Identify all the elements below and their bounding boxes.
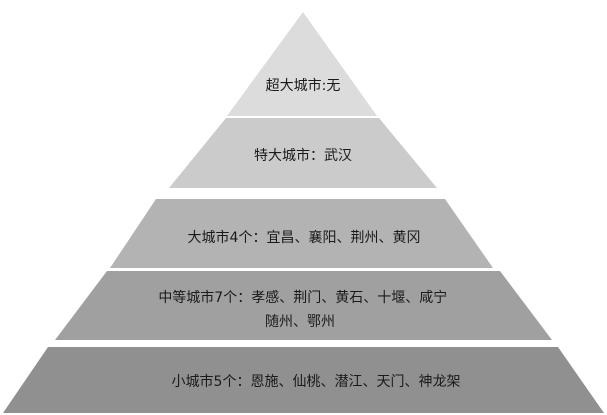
pyramid-tier-1-label: 超大城市:无 <box>266 77 341 94</box>
pyramid-tier-3-shape <box>110 199 493 268</box>
pyramid-tier-1-line-1: 超大城市:无 <box>266 77 341 94</box>
pyramid-tier-5-label: 小城市5个：恩施、仙桃、潜江、天门、神龙架 <box>172 373 461 390</box>
pyramid-tier-2-label: 特大城市：武汉 <box>254 147 352 164</box>
pyramid-tier-4-line-1: 中等城市7个：孝感、荆门、黄石、十堰、咸宁 <box>158 289 447 306</box>
pyramid-tier-4-label: 中等城市7个：孝感、荆门、黄石、十堰、咸宁 随州、鄂州 <box>158 289 451 330</box>
pyramid-tier-5-line-1: 小城市5个：恩施、仙桃、潜江、天门、神龙架 <box>172 373 461 390</box>
pyramid-tier-2-shape <box>169 118 437 188</box>
pyramid-tier-1-shape <box>227 12 377 116</box>
pyramid-tier-4-shape <box>55 271 552 340</box>
pyramid-tier-4-line-2: 随州、鄂州 <box>265 314 335 330</box>
pyramid-tier-3-label: 大城市4个：宜昌、襄阳、荆州、黄冈 <box>188 229 421 246</box>
pyramid-tier-2-line-1: 特大城市：武汉 <box>254 147 352 164</box>
pyramid-tier-5-shape <box>3 347 604 413</box>
pyramid-tier-3-line-1: 大城市4个：宜昌、襄阳、荆州、黄冈 <box>188 229 421 246</box>
